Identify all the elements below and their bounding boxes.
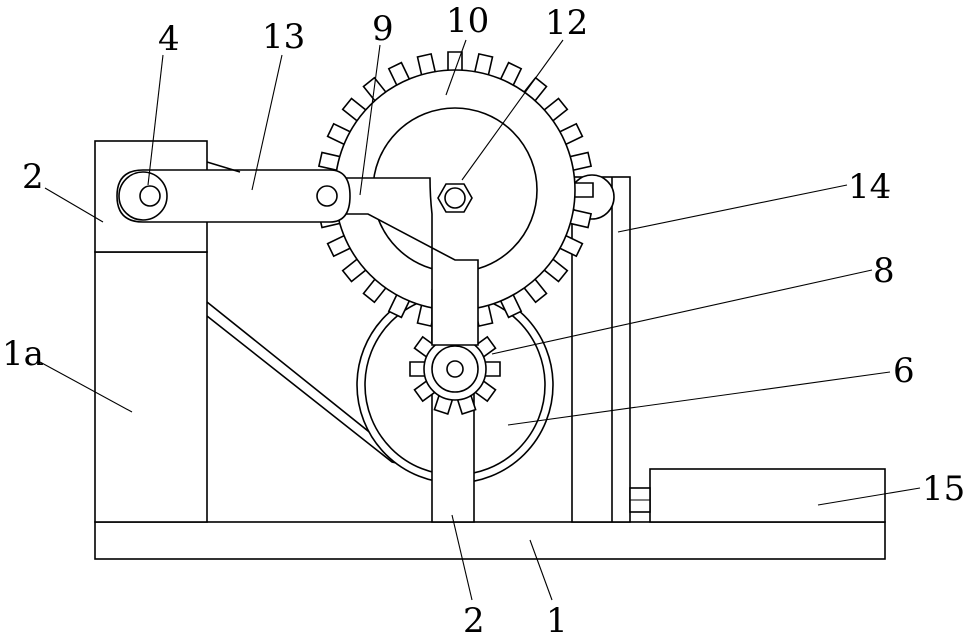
label-10: 10 [446,1,489,41]
label-14: 14 [848,167,891,207]
left-frame [95,252,207,522]
label-13: 13 [262,17,305,57]
label-1: 1 [546,601,568,641]
label-2-top: 2 [22,157,44,197]
label-12: 12 [545,3,588,43]
label-9: 9 [372,9,394,49]
label-6: 6 [893,351,915,391]
right-guide [572,177,630,522]
label-4: 4 [158,19,180,59]
leader-6 [508,372,890,425]
base-plate [95,522,885,559]
pivot-pin [140,186,160,206]
small-gear-axle [447,361,463,377]
link-end-pin [317,186,337,206]
leader-14 [618,185,847,232]
label-15: 15 [922,469,965,509]
label-2-bottom: 2 [463,601,485,641]
right-box [650,469,885,522]
label-8: 8 [873,251,895,291]
leader-8 [492,270,872,354]
label-1a: 1a [2,334,44,374]
